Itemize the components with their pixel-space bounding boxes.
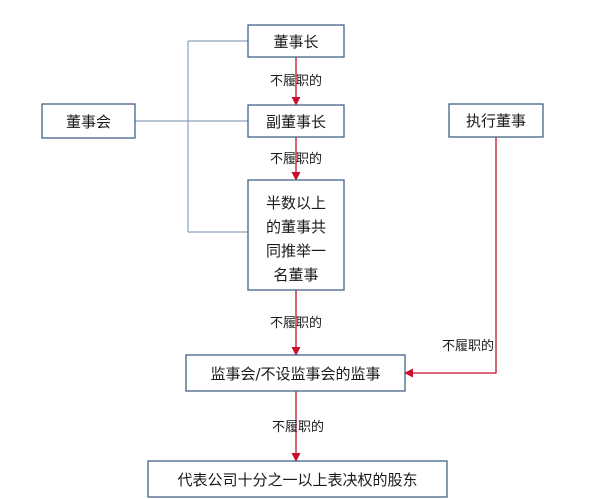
board-box: [41, 103, 136, 139]
majority-directors-label-line-2: 的董事共: [266, 218, 326, 236]
executive-director-label: 执行董事: [466, 112, 526, 130]
edge-label-majority-to-supervisors: 不履职的: [270, 315, 322, 331]
vice-chairman-box: [247, 104, 345, 138]
board-label: 董事会: [66, 113, 111, 131]
majority-directors-label-line-3: 同推举一: [266, 242, 326, 260]
arrow-executive-to-supervisors: [404, 137, 497, 378]
edge-label-chairman-to-vice: 不履职的: [270, 73, 322, 89]
edge-label-vice-to-majority: 不履职的: [270, 151, 322, 167]
shareholders-label: 代表公司十分之一以上表决权的股东: [177, 471, 417, 489]
node-boxes: [41, 24, 544, 498]
supervisors-box: [185, 354, 406, 392]
shareholders-box: [147, 460, 448, 498]
vice-chairman-label: 副董事长: [266, 113, 326, 131]
chairman-label: 董事长: [273, 33, 318, 51]
supervisors-label: 监事会/不设监事会的监事: [210, 365, 380, 383]
edge-label-supervisors-to-shareholders: 不履职的: [272, 419, 324, 435]
majority-directors-label-line-4: 名董事: [273, 266, 318, 284]
board-bracket-lines: [135, 40, 248, 233]
executive-director-box: [448, 103, 544, 138]
edge-label-executive-to-supervisors: 不履职的: [442, 338, 494, 354]
succession-arrows: [291, 57, 497, 462]
majority-directors-box: [247, 179, 345, 291]
chairman-box: [247, 24, 345, 58]
majority-directors-label-line-1: 半数以上: [266, 194, 326, 212]
